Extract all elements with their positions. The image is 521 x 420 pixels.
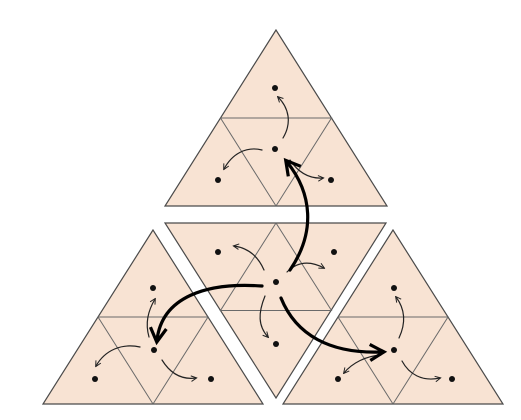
triangle-top-dot (272, 146, 278, 152)
triangle-bottom-left-dot (150, 285, 156, 291)
triangle-center-dot (331, 249, 337, 255)
triangle-top-subdivision (220, 117, 333, 207)
triangle-bottom-left-subdivision (97, 316, 209, 405)
triangle-top-dot (328, 177, 334, 183)
triangle-top-arrow (278, 97, 289, 139)
link-arrow-center-to-top (283, 157, 310, 272)
triangle-top (163, 28, 389, 207)
triangle-bottom-left-dot (208, 376, 214, 382)
triangle-bottom-left-arrow (96, 345, 141, 366)
triangle-center-dot (273, 341, 279, 347)
triangle-bottom-right-dot (335, 376, 341, 382)
triangle-center-dot (273, 279, 279, 285)
triangle-bottom-left-arrow (161, 359, 196, 378)
triangle-top-dot (215, 177, 221, 183)
triangle-bottom-right-arrow (396, 297, 405, 339)
triangle-center-subdivision (219, 222, 333, 311)
triangle-bottom-right-dot (449, 376, 455, 382)
triangle-bottom-right-dot (391, 285, 397, 291)
triangle-bottom-right-dot (391, 347, 397, 353)
triangle-bottom-left-arrow (146, 299, 155, 338)
triangle-top-dot (272, 85, 278, 91)
triangle-bottom-left-dot (92, 376, 98, 382)
link-arrow-center-to-bottom-right (279, 296, 388, 362)
triangle-center (163, 222, 388, 400)
triangle-bottom-left (41, 228, 265, 405)
triangle-bottom-right (281, 228, 505, 405)
triangle-bottom-left-dot (151, 347, 157, 353)
triangle-center-arrow (259, 295, 268, 337)
triangle-top-arrow (224, 148, 263, 169)
triangle-center-arrow (234, 246, 265, 271)
triangle-bottom-right-subdivision (337, 316, 449, 405)
triangle-bottom-right-arrow (401, 360, 440, 379)
triangle-center-dot (215, 249, 221, 255)
link-arrow-center-to-bottom-left (148, 283, 264, 346)
